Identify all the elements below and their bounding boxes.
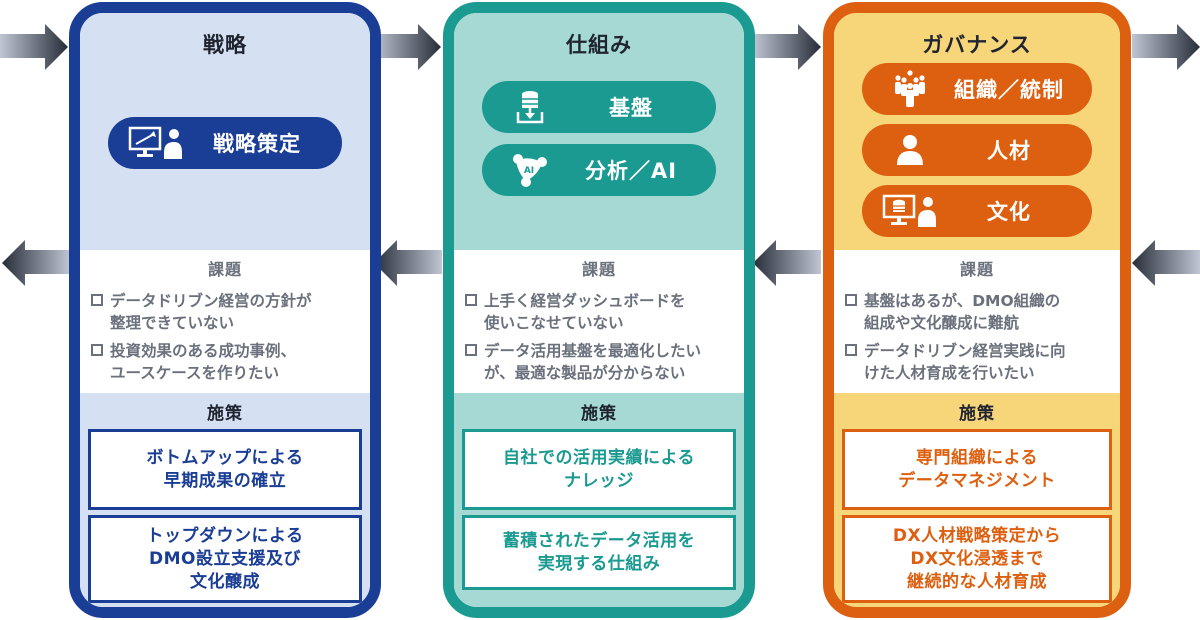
- measure-box: ボトムアップによる 早期成果の確立: [88, 429, 362, 510]
- flow-arrow-right-2: [373, 24, 443, 70]
- issue-item: 上手く経営ダッシュボードを 使いこなせていない: [464, 290, 736, 334]
- measure-box: トップダウンによる DMO設立支援及び 文化醸成: [88, 515, 362, 603]
- monitor-chart-person-icon: [128, 123, 184, 163]
- pill-label: 文化: [987, 200, 1031, 224]
- measures-heading: 施策: [207, 404, 243, 424]
- pill-label: 分析／AI: [584, 159, 678, 183]
- panel-mechanism: 仕組み 基盤: [443, 2, 755, 618]
- panel-top: 仕組み 基盤: [454, 13, 744, 250]
- measures-section: 施策 自社での活用実績による ナレッジ 蓄積されたデータ活用を 実現する仕組み: [454, 393, 744, 607]
- flow-arrow-left-3: [751, 240, 821, 286]
- measures-heading: 施策: [581, 404, 617, 424]
- panel-governance: ガバナンス 組織／統制: [823, 2, 1131, 618]
- issue-item: データドリブン経営の方針が 整理できていない: [90, 290, 362, 334]
- group-people-icon: [882, 69, 938, 109]
- issue-item: データ活用基盤を最適化したい が、最適な製品が分からない: [464, 340, 736, 384]
- measure-box: 専門組織による データマネジメント: [842, 429, 1112, 510]
- issue-item: 投資効果のある成功事例、 ユースケースを作りたい: [90, 340, 362, 384]
- flow-arrow-right-3: [753, 24, 823, 70]
- flow-arrow-right-4: [1132, 24, 1200, 70]
- flow-arrow-left-4: [1130, 240, 1200, 286]
- measure-box: DX人材戦略策定から DX文化浸透まで 継続的な人材育成: [842, 515, 1112, 603]
- panel-strategy: 戦略 戦略策定 課題 データドリブン経営の方針が 整理できていない 投資効果のあ…: [69, 2, 381, 618]
- ai-network-icon: AI: [502, 150, 558, 190]
- arrow-left-icon: [374, 240, 442, 286]
- arrow-right-icon: [373, 24, 441, 70]
- pill-label: 組織／統制: [954, 78, 1064, 102]
- pill-infrastructure: 基盤: [482, 81, 716, 133]
- arrow-left-icon: [753, 240, 821, 286]
- pill-culture: 文化: [862, 185, 1092, 237]
- issues-heading: 課題: [959, 260, 994, 279]
- issue-list: データドリブン経営の方針が 整理できていない 投資効果のある成功事例、 ユースケ…: [80, 290, 370, 384]
- flow-arrow-left-2: [372, 240, 442, 286]
- person-icon: [882, 130, 938, 170]
- pill-organization-control: 組織／統制: [862, 63, 1092, 115]
- flow-arrow-left-1: [0, 240, 70, 286]
- pill-label: 基盤: [609, 96, 653, 120]
- pill-talent: 人材: [862, 124, 1092, 176]
- arrow-right-icon: [0, 24, 68, 70]
- pill-analytics-ai: AI 分析／AI: [482, 144, 716, 196]
- issues-section: 課題 データドリブン経営の方針が 整理できていない 投資効果のある成功事例、 ユ…: [80, 250, 370, 393]
- pill-label: 人材: [987, 139, 1031, 163]
- arrow-right-icon: [753, 24, 821, 70]
- issues-section: 課題 上手く経営ダッシュボードを 使いこなせていない データ活用基盤を最適化した…: [454, 250, 744, 393]
- panel-title: ガバナンス: [922, 33, 1032, 57]
- monitor-database-person-icon: [882, 191, 938, 231]
- measure-box: 蓄積されたデータ活用を 実現する仕組み: [462, 515, 736, 590]
- arrow-right-icon: [1132, 24, 1200, 70]
- issue-list: 基盤はあるが、DMO組織の 組成や文化醸成に難航 データドリブン経営実践に向 け…: [834, 290, 1120, 384]
- panel-title: 戦略: [203, 33, 247, 57]
- svg-text:AI: AI: [524, 166, 534, 176]
- measures-section: 施策 ボトムアップによる 早期成果の確立 トップダウンによる DMO設立支援及び…: [80, 393, 370, 607]
- pill-strategy-planning: 戦略策定: [108, 117, 342, 169]
- database-download-icon: [502, 87, 558, 127]
- measures-heading: 施策: [959, 404, 995, 424]
- pill-label: 戦略策定: [213, 132, 301, 156]
- measures-section: 施策 専門組織による データマネジメント DX人材戦略策定から DX文化浸透まで…: [834, 393, 1120, 607]
- flow-arrow-right-1: [0, 24, 70, 70]
- issue-list: 上手く経営ダッシュボードを 使いこなせていない データ活用基盤を最適化したい が…: [454, 290, 744, 384]
- panel-top: ガバナンス 組織／統制: [834, 13, 1120, 250]
- issue-item: 基盤はあるが、DMO組織の 組成や文化醸成に難航: [844, 290, 1112, 334]
- panel-top: 戦略 戦略策定: [80, 13, 370, 250]
- issues-section: 課題 基盤はあるが、DMO組織の 組成や文化醸成に難航 データドリブン経営実践に…: [834, 250, 1120, 393]
- issues-heading: 課題: [207, 260, 242, 279]
- issues-heading: 課題: [581, 260, 616, 279]
- issue-item: データドリブン経営実践に向 けた人材育成を行いたい: [844, 340, 1112, 384]
- measure-box: 自社での活用実績による ナレッジ: [462, 429, 736, 510]
- arrow-left-icon: [2, 240, 70, 286]
- panel-title: 仕組み: [566, 33, 632, 57]
- arrow-left-icon: [1132, 240, 1200, 286]
